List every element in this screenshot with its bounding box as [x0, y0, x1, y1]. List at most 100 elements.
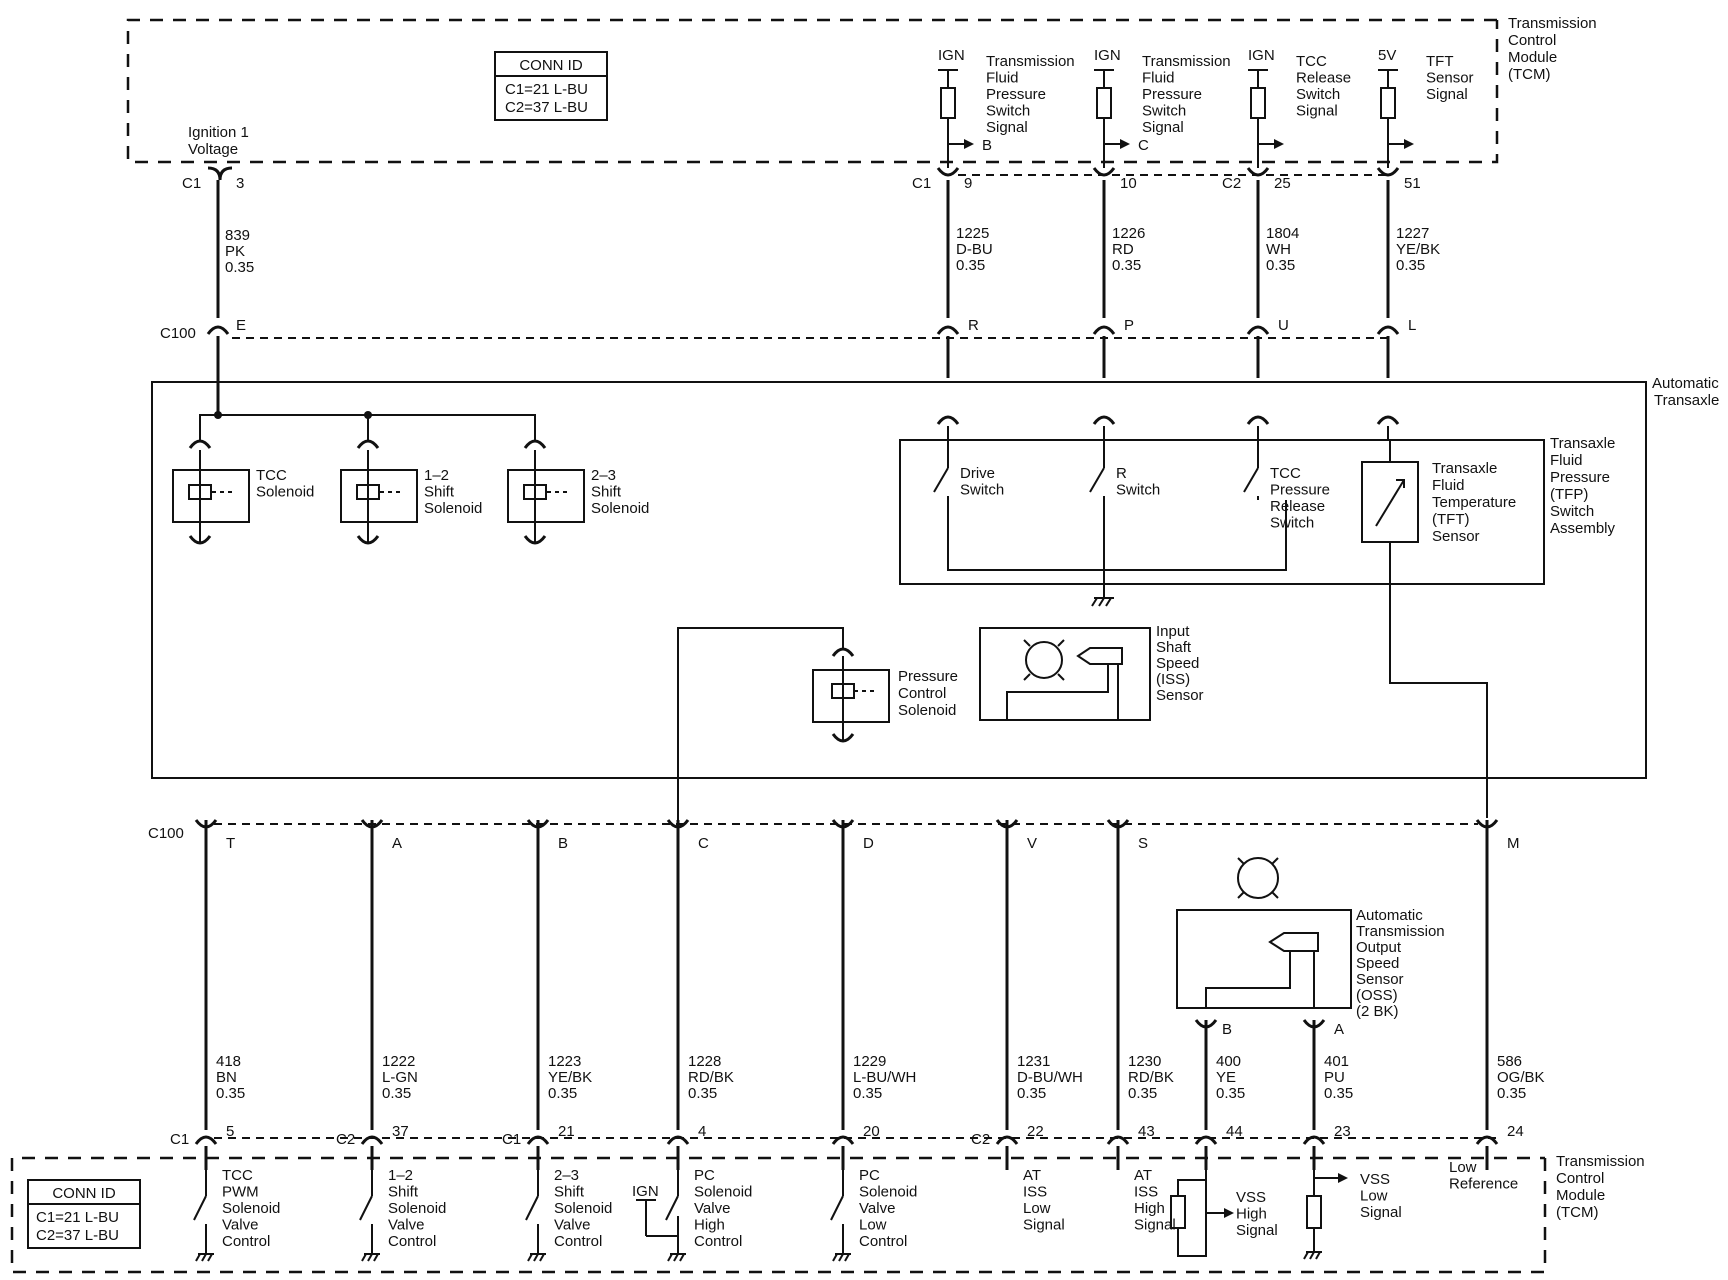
solenoid-label-line: Solenoid — [424, 500, 482, 517]
tcm-top-label-line: Control — [1508, 32, 1556, 49]
tfp-label-line: Assembly — [1550, 520, 1616, 537]
c100-pin-label: T — [226, 835, 235, 852]
tcm-signal-label-line: PC — [694, 1167, 715, 1184]
splice-dot — [214, 411, 222, 419]
wire-gauge: 0.35 — [688, 1085, 717, 1102]
oss-label-line: Sensor — [1356, 971, 1404, 988]
c100-pin-label: A — [392, 835, 402, 852]
switch-label-line: Switch — [1270, 515, 1314, 532]
tcm-connector-label: C2 — [1222, 175, 1241, 192]
tcm-bottom-label: Transmission Control Module (TCM) — [1556, 1153, 1645, 1221]
connector-cap — [356, 439, 380, 449]
bottom-wire-column: D1229L-BU/WH0.3520PCSolenoidValveLowCont… — [830, 819, 917, 1262]
tcm-pin-label: 10 — [1120, 175, 1137, 192]
tcm-pin-label: 4 — [698, 1123, 706, 1140]
transaxle-label-line: Transaxle — [1654, 392, 1719, 409]
connector-cap — [1092, 167, 1116, 177]
c100-label-top: C100 — [160, 325, 196, 342]
wire-gauge: 0.35 — [1266, 257, 1295, 274]
connector-cap — [1246, 325, 1270, 335]
connector-cap — [523, 439, 547, 449]
tft-label-line: Fluid — [1432, 477, 1465, 494]
driver-switch — [830, 1195, 844, 1221]
pc-solenoid-label-line: Pressure — [898, 668, 958, 685]
tcm-pin-label: 44 — [1226, 1123, 1243, 1140]
shift-solenoids: TCCSolenoid1–2ShiftSolenoid2–3ShiftSolen… — [172, 439, 649, 545]
wire-gauge: 0.35 — [1324, 1085, 1353, 1102]
ignition-circuit-number: 839 — [225, 227, 250, 244]
tft-label-line: Temperature — [1432, 494, 1516, 511]
ground-hatch — [361, 1253, 367, 1262]
tft-label-line: Transaxle — [1432, 460, 1497, 477]
c100-pin-label: R — [968, 317, 979, 334]
wire-gauge: 0.35 — [1128, 1085, 1157, 1102]
ignition-label-line: Voltage — [188, 141, 238, 158]
pullup-resistor — [940, 87, 956, 119]
wire-color: L-BU/WH — [853, 1069, 916, 1086]
ground-hatch — [533, 1253, 539, 1262]
tcm-signal-label-line: TCC — [222, 1167, 253, 1184]
supply-label: IGN — [938, 47, 965, 64]
conn-id-c2: C2=37 L-BU — [505, 99, 588, 116]
connector-cap — [523, 535, 547, 545]
tcm-connector-label: C2 — [336, 1131, 355, 1148]
signal-label-line: Switch — [1296, 86, 1340, 103]
oss-label-line: Automatic — [1356, 907, 1423, 924]
signal-label-line: TFT — [1426, 53, 1454, 70]
wire-gauge: 0.35 — [1017, 1085, 1046, 1102]
supply-label: IGN — [1248, 47, 1275, 64]
switch-label-line: Drive — [960, 465, 995, 482]
c100-pin-label: B — [558, 835, 568, 852]
conn-id-c1: C1=21 L-BU — [505, 81, 588, 98]
driver-switch — [359, 1195, 373, 1221]
tcm-signal-label-line: Control — [388, 1233, 436, 1250]
conn-id-c1: C1=21 L-BU — [36, 1209, 119, 1226]
connector-cap — [1376, 167, 1400, 177]
wire-gauge: 0.35 — [216, 1085, 245, 1102]
wire-color: RD/BK — [1128, 1069, 1174, 1086]
supply-label: 5V — [1378, 47, 1396, 64]
circuit-number: 1225 — [956, 225, 989, 242]
tcm-pin-label: 5 — [226, 1123, 234, 1140]
switch-label-line: Pressure — [1270, 482, 1330, 499]
oss-sensor: Automatic Transmission Output Speed Sens… — [1176, 857, 1445, 1038]
circuit-number: 401 — [1324, 1053, 1349, 1070]
connector-cap — [1194, 1135, 1218, 1145]
tcm-top-label-line: (TCM) — [1508, 66, 1550, 83]
tcm-pin-label: 24 — [1507, 1123, 1524, 1140]
c100-pin-label: M — [1507, 835, 1520, 852]
tcm-signal-label-line: Low — [1023, 1200, 1051, 1217]
tcm-pin-label: 21 — [558, 1123, 575, 1140]
conn-id-box-bottom: CONN ID C1=21 L-BU C2=37 L-BU — [27, 1179, 141, 1249]
solenoid-body — [507, 469, 585, 523]
solenoid-label-line: Solenoid — [256, 484, 314, 501]
bottom-wire-column: C1228RD/BK0.354PCSolenoidValveHighContro… — [665, 819, 752, 1262]
circuit-number: 1229 — [853, 1053, 886, 1070]
tcm-connector-label: C2 — [971, 1131, 990, 1148]
oss-label-line: Output — [1356, 939, 1402, 956]
solenoid-label-line: Shift — [424, 484, 455, 501]
conn-id-box-top: CONN ID C1=21 L-BU C2=37 L-BU — [494, 51, 608, 121]
tcm-top-label-line: Transmission — [1508, 15, 1597, 32]
tcm-signal-label-line: High — [1236, 1206, 1267, 1223]
ground-hatch — [195, 1253, 201, 1262]
ground-symbol — [1091, 597, 1114, 607]
connector-cap — [1475, 1135, 1499, 1145]
iss-sensor: Input Shaft Speed (ISS) Sensor — [979, 623, 1204, 721]
ignition-pin: 3 — [236, 175, 244, 192]
iss-label-line: Sensor — [1156, 687, 1204, 704]
signal-output-label: C — [1138, 137, 1149, 154]
wire-gauge: 0.35 — [1112, 257, 1141, 274]
switch-label-line: TCC — [1270, 465, 1301, 482]
tcm-signal-label-line: AT — [1134, 1167, 1152, 1184]
tcm-pin-label: 25 — [1274, 175, 1291, 192]
tcm-signal-label-line: VSS — [1236, 1189, 1266, 1206]
tcm-signal-label-line: Signal — [1360, 1204, 1402, 1221]
pullup-resistor — [1250, 87, 1266, 119]
oss-label-line: (OSS) — [1356, 987, 1398, 1004]
